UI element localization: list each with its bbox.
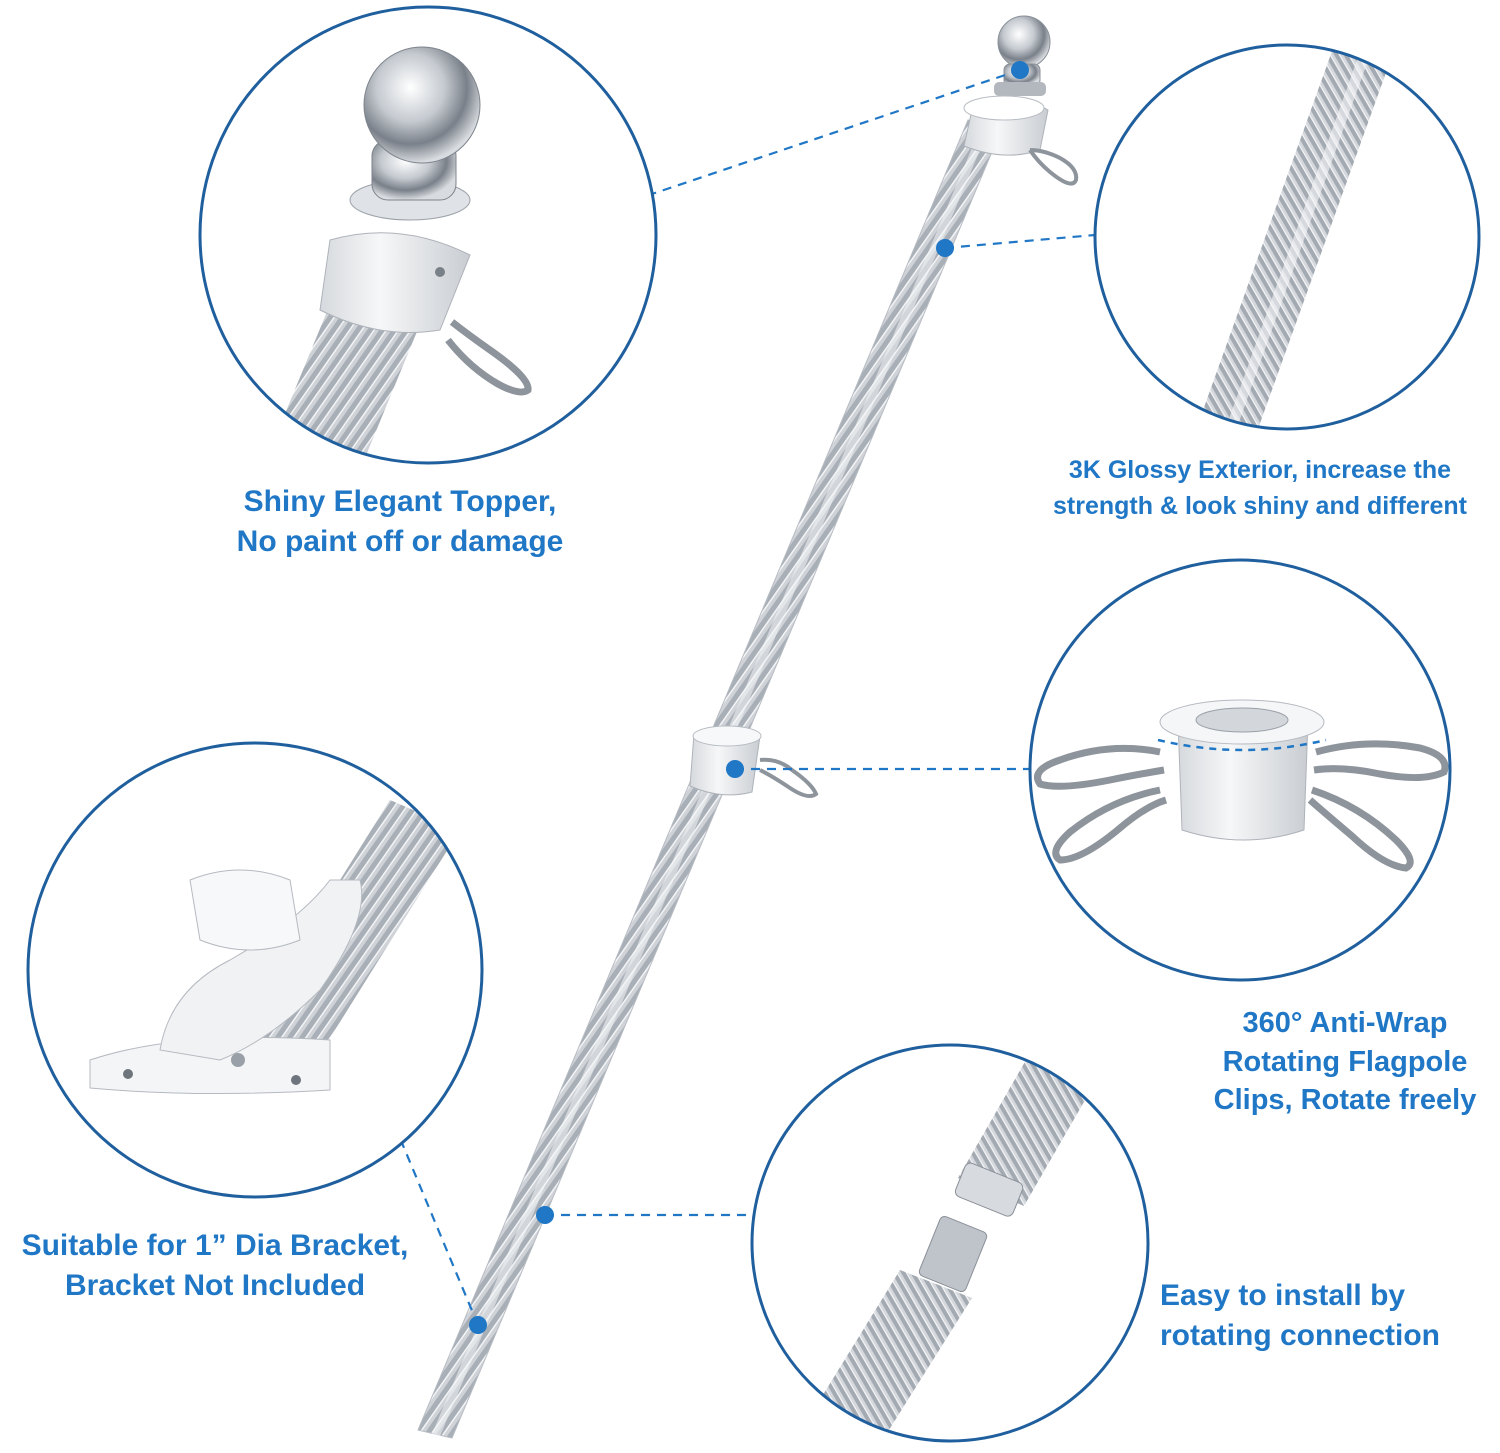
top-carabiner [1028, 148, 1079, 186]
exterior-dot [936, 239, 954, 257]
carabiner-clip-icon [445, 319, 532, 396]
caption-bracket-line2: Bracket Not Included [64, 1268, 366, 1302]
bracket-dot [469, 1316, 487, 1334]
caption-clips-line1: 360° Anti-Wrap [1242, 1007, 1448, 1039]
detail-circle-topper [198, 5, 658, 465]
caption-install-line1: Easy to install by [1160, 1279, 1406, 1312]
caption-exterior-line1: 3K Glossy Exterior, increase the [1068, 456, 1452, 484]
pinpoint-dots [469, 61, 1029, 1334]
caption-bracket-line1: Suitable for 1” Dia Bracket, [21, 1229, 409, 1262]
caption-exterior: 3K Glossy Exterior, increase the strengt… [1020, 452, 1500, 525]
clip-dot [726, 760, 744, 778]
caption-install: Easy to install by rotating connection [1160, 1276, 1480, 1355]
caption-topper: Shiny Elegant Topper, No paint off or da… [200, 482, 600, 561]
mounting-bracket-icon [89, 869, 363, 1095]
caption-clips-line2: Rotating Flagpole [1222, 1045, 1468, 1078]
connection-dot [536, 1206, 554, 1224]
caption-clips-line3: Clips, Rotate freely [1213, 1084, 1477, 1117]
caption-bracket: Suitable for 1” Dia Bracket, Bracket Not… [0, 1226, 430, 1305]
caption-topper-line1: Shiny Elegant Topper, [243, 485, 557, 518]
detail-circle-connection [750, 1043, 1150, 1443]
pole-topper [963, 15, 1051, 156]
caption-install-line2: rotating connection [1160, 1318, 1440, 1352]
detail-circle-exterior [1093, 43, 1481, 431]
caption-topper-line2: No paint off or damage [236, 524, 564, 558]
mid-clip-ring [689, 725, 819, 798]
detail-circle-clips [1028, 558, 1452, 982]
connector-lines [400, 68, 1096, 1326]
topper-dot [1011, 61, 1029, 79]
main-flagpole [417, 15, 1079, 1439]
caption-exterior-line2: strength & look shiny and different [1053, 492, 1467, 521]
caption-clips: 360° Anti-Wrap Rotating Flagpole Clips, … [1180, 1004, 1500, 1120]
detail-circle-bracket [26, 741, 484, 1199]
